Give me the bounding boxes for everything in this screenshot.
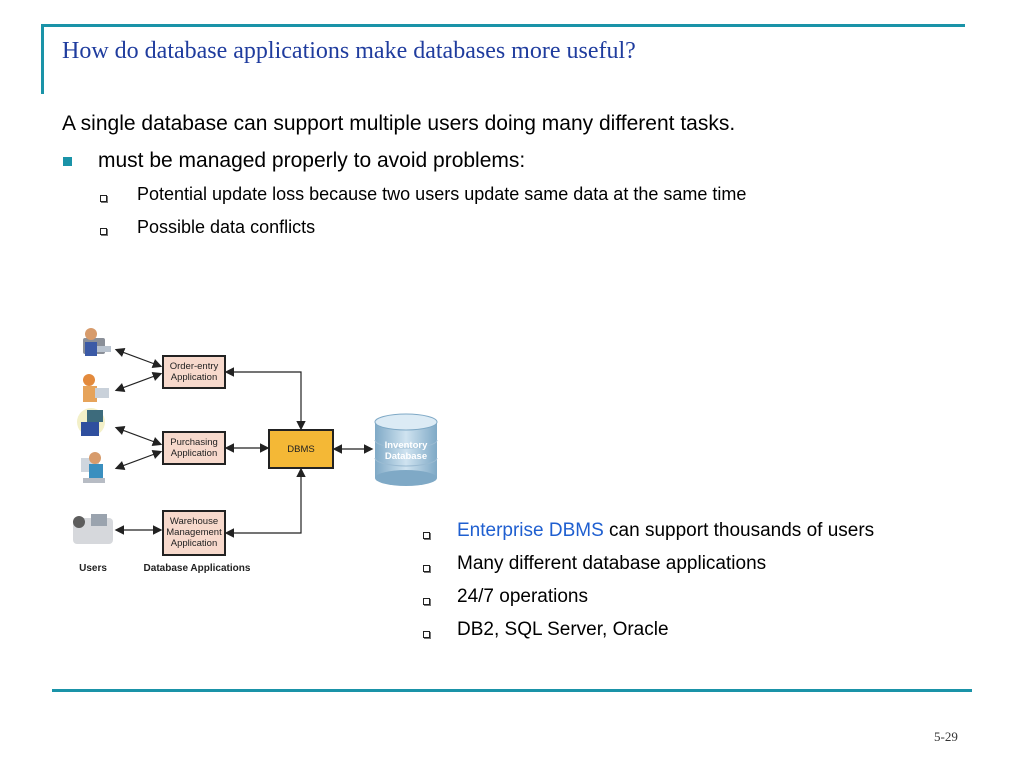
sub-bullet-1: Potential update loss because two users …: [137, 184, 747, 204]
hollow-square-bullet-icon: [100, 228, 107, 235]
right-bullet-4: DB2, SQL Server, Oracle: [457, 619, 669, 640]
right-bullet-1: Enterprise DBMS can support thousands of…: [457, 520, 874, 542]
hollow-square-bullet-icon: [423, 631, 430, 638]
title-rule: [41, 24, 965, 27]
apps-caption: Database Applications: [143, 563, 251, 574]
user-icon: [73, 514, 113, 544]
lead-paragraph: A single database can support multiple u…: [62, 112, 736, 135]
title-accent-bar: [41, 24, 44, 94]
dbms-label: DBMS: [287, 444, 315, 455]
enterprise-dbms-highlight: Enterprise DBMS: [457, 520, 604, 541]
diagram-graphic: [73, 328, 438, 556]
page-number: 5-29: [934, 729, 958, 744]
user-icon: [83, 328, 111, 356]
square-bullet-icon: [63, 157, 72, 166]
hollow-square-bullet-icon: [423, 598, 430, 605]
hollow-square-bullet-icon: [100, 195, 107, 202]
slide-title: How do database applications make databa…: [62, 38, 636, 64]
footer-rule: [52, 689, 972, 692]
hollow-square-bullet-icon: [423, 565, 430, 572]
user-icon: [83, 374, 109, 402]
right-bullet-3: 24/7 operations: [457, 586, 588, 607]
right-bullet-2: Many different database applications: [457, 553, 767, 574]
user-icon: [81, 452, 105, 483]
user-icon: [77, 408, 105, 436]
hollow-square-bullet-icon: [423, 532, 430, 539]
right-bullet-1-rest: can support thousands of users: [603, 520, 875, 541]
database-cylinder-icon: [374, 413, 438, 486]
app-box-warehouse: [162, 510, 226, 556]
bullet-text: must be managed properly to avoid proble…: [98, 149, 526, 172]
users-caption: Users: [79, 563, 107, 574]
app-box-order-entry: [162, 355, 226, 389]
sub-bullet-2: Possible data conflicts: [137, 217, 316, 237]
